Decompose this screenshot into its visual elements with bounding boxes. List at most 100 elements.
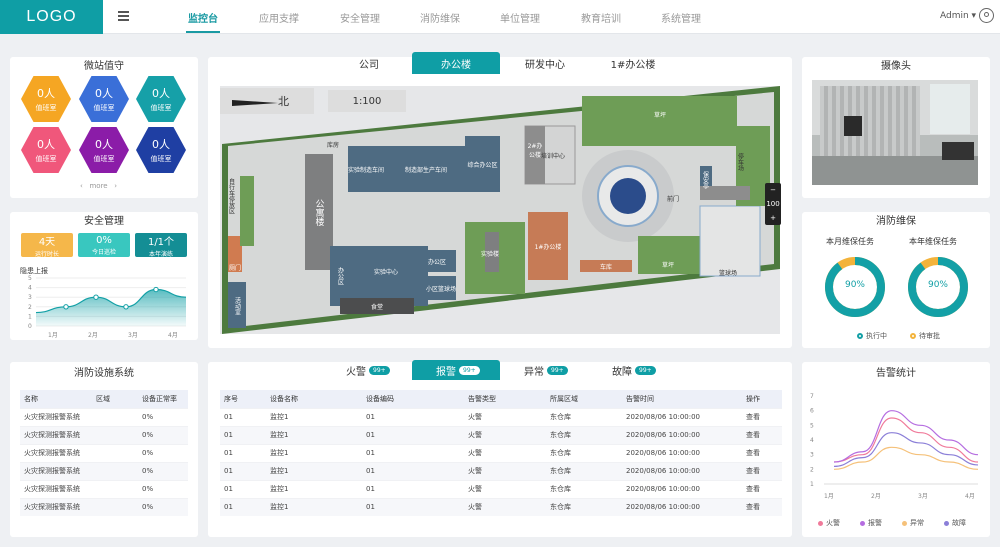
table-cell [92, 461, 138, 480]
data-point [123, 304, 129, 310]
table-cell: 0% [138, 479, 188, 498]
duty-count: 0人 [152, 138, 170, 151]
series-line [833, 446, 979, 470]
stat-value: 0% [96, 234, 112, 246]
table-cell [92, 479, 138, 498]
nav-item-system[interactable]: 系统管理 [661, 14, 701, 25]
duty-title: 微站值守 [84, 61, 124, 72]
nav-item-education[interactable]: 教育培训 [581, 14, 621, 25]
alarm-legend-4[interactable]: 故障 [944, 518, 966, 528]
table-cell: 火灾探测报警系统 [20, 407, 92, 426]
site-map[interactable]: 北 1:100 公寓楼 实验制造车间 制造部生产车间 综合办公区 培训中心 2#… [220, 86, 780, 334]
col-alarm-type: 告警类型 [464, 390, 546, 408]
view-link[interactable]: 查看 [742, 497, 782, 516]
avatar[interactable] [979, 8, 994, 23]
map-zoom-control[interactable]: − 100 + [765, 183, 781, 225]
north-arrow-icon [232, 100, 278, 106]
map-label-office-1: 办公区 [336, 267, 344, 285]
table-cell: 01 [362, 425, 464, 444]
view-link[interactable]: 查看 [742, 479, 782, 498]
map-label-building1: 1#办公楼 [534, 243, 562, 251]
table-cell: 火灾探测报警系统 [20, 479, 92, 498]
nav-item-safety[interactable]: 安全管理 [340, 14, 380, 25]
more-link[interactable]: ‹ more › [80, 182, 118, 190]
safety-stat-2[interactable]: 0%今日巡检 [78, 233, 130, 257]
x-tick-label: 1月 [48, 332, 58, 339]
user-menu[interactable]: Admin ▾ [940, 11, 977, 21]
nav-item-unit[interactable]: 单位管理 [500, 14, 540, 25]
nav-item-monitor[interactable]: 监控台 [188, 14, 218, 25]
stat-label: 运行时长 [34, 250, 59, 258]
map-label-basketball: 篮球场 [718, 269, 737, 277]
map-label-canteen: 食堂 [370, 303, 383, 311]
map-tab-building1[interactable]: 1#办公楼 [610, 59, 656, 71]
table-cell: 火警 [464, 407, 546, 426]
view-link[interactable]: 查看 [742, 461, 782, 480]
nav-item-app-support[interactable]: 应用支撑 [259, 14, 299, 25]
logo[interactable]: LOGO [0, 0, 103, 34]
menu-icon[interactable] [118, 11, 129, 22]
donut-value [825, 257, 885, 317]
safety-stat-3[interactable]: 1/1个本年演练 [135, 233, 187, 258]
x-tick-label: 2月 [871, 493, 881, 500]
table-cell: 01 [362, 497, 464, 516]
map-tab-company[interactable]: 公司 [359, 59, 379, 71]
table-row[interactable]: 火灾探测报警系统 0% [20, 443, 188, 462]
table-cell: 0% [138, 461, 188, 480]
table-row[interactable]: 火灾探测报警系统 0% [20, 479, 188, 498]
map-label-storage: 库房 [326, 141, 339, 149]
zoom-out-button[interactable]: − [770, 186, 776, 194]
stat-value: 1/1个 [147, 236, 175, 248]
series-line [833, 417, 979, 463]
safety-stat-1[interactable]: 4天运行时长 [21, 233, 73, 258]
camera-feed[interactable] [812, 80, 978, 185]
table-cell: 火警 [464, 461, 546, 480]
legend-dot-icon [818, 520, 823, 526]
hazard-chart-title: 隐患上报 [20, 267, 48, 275]
col-device-code: 设备编码 [362, 390, 464, 408]
map-tab-rnd[interactable]: 研发中心 [525, 59, 565, 71]
legend-label: 报警 [868, 519, 882, 527]
nav-item-maintenance[interactable]: 消防维保 [420, 14, 460, 25]
area-fill [36, 289, 186, 326]
table-cell: 01 [220, 461, 266, 480]
table-cell: 火灾探测报警系统 [20, 443, 92, 462]
alarm-legend-2[interactable]: 报警 [860, 518, 882, 528]
legend-label: 异常 [910, 519, 924, 527]
map-label-parking: 停车场 [736, 153, 744, 171]
duty-room-2[interactable]: 0人值班室 [79, 76, 129, 122]
table-cell: 01 [220, 479, 266, 498]
table-cell: 2020/08/06 10:00:00 [622, 443, 742, 462]
legend-label: 故障 [952, 519, 966, 527]
map-label-guard: 保安亭 [701, 171, 709, 189]
zoom-in-button[interactable]: + [770, 214, 776, 222]
duty-room-4[interactable]: 0人值班室 [21, 127, 71, 173]
table-cell: 0% [138, 443, 188, 462]
map-tab-office[interactable]: 办公楼 [412, 52, 500, 74]
alarm-legend-3[interactable]: 异常 [902, 518, 924, 528]
view-link[interactable]: 查看 [742, 407, 782, 426]
duty-room-5[interactable]: 0人值班室 [79, 127, 129, 173]
duty-count: 0人 [95, 87, 113, 100]
view-link[interactable]: 查看 [742, 443, 782, 462]
table-cell: 火灾探测报警系统 [20, 497, 92, 516]
series-line [833, 410, 979, 463]
month-task-label: 本月维保任务 [826, 237, 874, 246]
view-link[interactable]: 查看 [742, 425, 782, 444]
data-point [93, 294, 99, 300]
alarm-legend-1[interactable]: 火警 [818, 518, 840, 528]
